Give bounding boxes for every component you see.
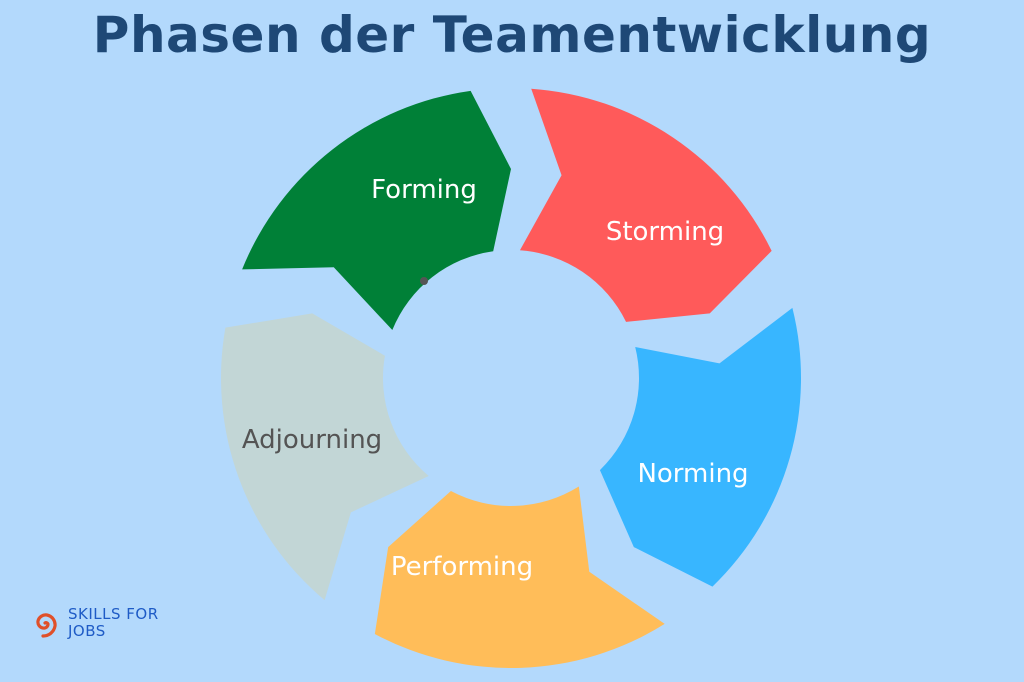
skills-for-jobs-logo: SKILLS FOR JOBS (30, 606, 159, 640)
phase-arrow-forming (242, 90, 511, 331)
phase-label-adjourning: Adjourning (241, 425, 383, 455)
logo-line-2: JOBS (68, 622, 106, 640)
page-title: Phasen der Teamentwicklung (92, 6, 932, 64)
phase-arrow-performing (374, 486, 665, 668)
logo-line-1: SKILLS FOR (68, 605, 159, 623)
phase-label-norming: Norming (637, 459, 749, 489)
phase-label-forming: Forming (371, 175, 477, 205)
phase-arrow-adjourning (221, 313, 429, 601)
center-dot (420, 277, 428, 285)
phase-label-performing: Performing (390, 552, 534, 582)
phase-arrow-storming (519, 88, 772, 322)
phase-label-storming: Storming (605, 217, 725, 247)
spiral-icon (36, 613, 57, 638)
phase-arrow-norming (599, 307, 801, 587)
